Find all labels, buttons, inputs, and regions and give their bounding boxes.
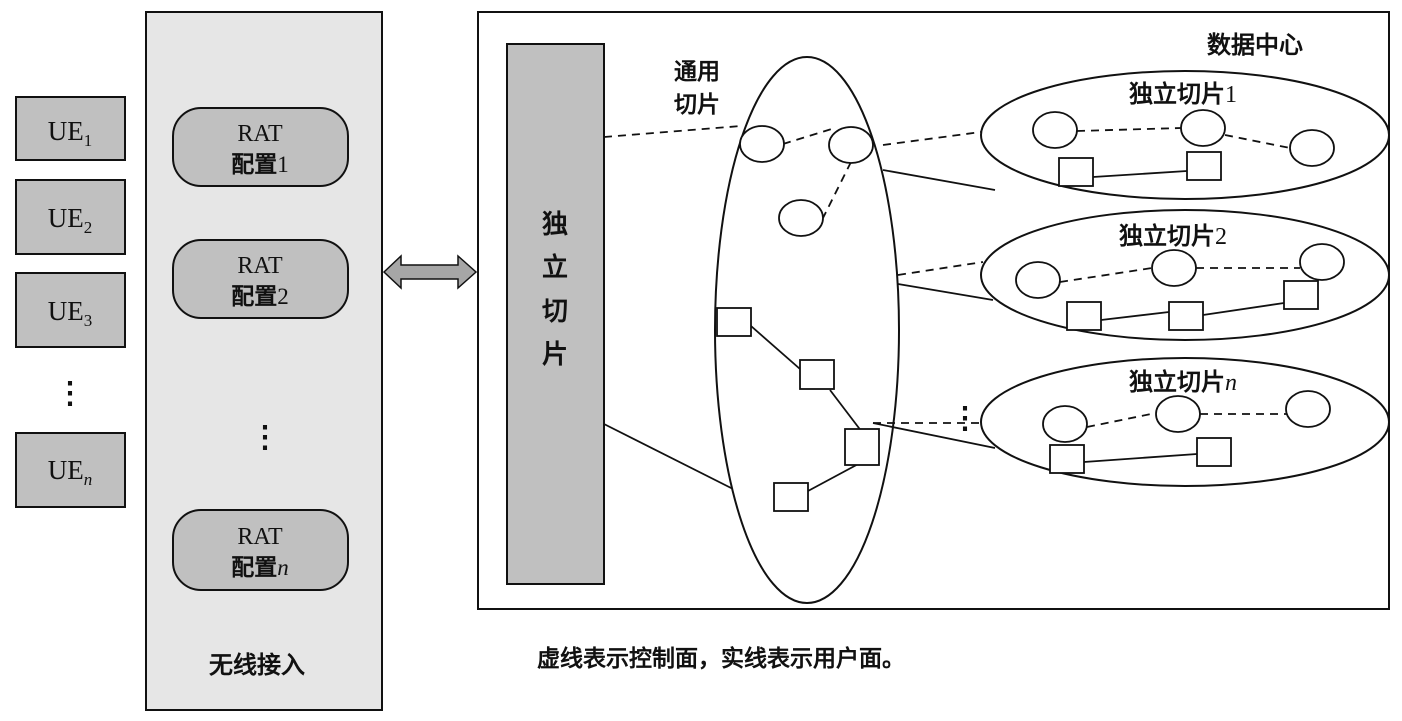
independent-slice-2: 独立切片2 (980, 209, 1390, 341)
bidirectional-arrow-icon (382, 254, 478, 290)
svg-text:切片: 切片 (674, 92, 720, 118)
ue-ellipsis: ⋮ (55, 377, 85, 410)
svg-text:UE2: UE2 (48, 203, 93, 237)
common-slice (714, 56, 900, 604)
control-link-slice-1 (882, 131, 982, 146)
user-node (716, 307, 752, 337)
ue-box-n: UEn (15, 432, 126, 508)
svg-text:配置n: 配置n (231, 555, 289, 581)
control-node (1180, 109, 1226, 147)
svg-text:UE3: UE3 (48, 296, 93, 330)
control-node (828, 126, 874, 164)
ue-box-1: UE1 (15, 96, 126, 161)
user-link-slice-1 (882, 169, 996, 191)
control-node (739, 125, 785, 163)
svg-text:RAT: RAT (237, 121, 283, 147)
ue-box-2: UE2 (15, 179, 126, 255)
control-node (1299, 243, 1345, 281)
data-center-panel: 数据中心 独 立 切 片 通用 切片 (477, 11, 1390, 610)
svg-text:UE1: UE1 (48, 116, 93, 150)
control-node (1032, 111, 1078, 149)
svg-text:RAT: RAT (237, 253, 283, 279)
control-node (778, 199, 824, 237)
svg-text:配置2: 配置2 (231, 284, 289, 310)
control-node (1151, 249, 1197, 287)
control-node (1285, 390, 1331, 428)
rat-config-1: RAT 配置1 (172, 107, 349, 187)
svg-text:立: 立 (542, 252, 568, 283)
svg-text:切: 切 (542, 297, 568, 327)
legend-text: 虚线表示控制面，实线表示用户面。 (537, 645, 905, 672)
independent-slice-bar: 独 立 切 片 (506, 43, 605, 585)
svg-text:片: 片 (542, 340, 568, 370)
svg-text:独立切片2: 独立切片2 (1119, 222, 1227, 250)
independent-slice-n: 独立切片n (980, 357, 1390, 487)
radio-access-label: 无线接入 (209, 651, 305, 679)
user-node (1049, 444, 1085, 474)
user-node (1186, 151, 1222, 181)
slice-ellipsis-left: ⋮ (950, 402, 980, 435)
control-node (1289, 129, 1335, 167)
control-link-bar-common (603, 125, 742, 138)
svg-text:通用: 通用 (674, 59, 720, 85)
control-node (1155, 395, 1201, 433)
user-node (1196, 437, 1232, 467)
svg-text:RAT: RAT (237, 524, 283, 550)
user-node (1168, 301, 1204, 331)
svg-text:独: 独 (542, 210, 568, 240)
radio-access-panel: RAT 配置1 RAT 配置2 ⋮ RAT 配置n 无线接入 (145, 11, 383, 711)
user-node (1283, 280, 1319, 310)
user-link-bar-common (603, 423, 742, 494)
user-node (1066, 301, 1102, 331)
user-link-slice-2 (897, 283, 994, 301)
independent-slice-1: 独立切片1 (980, 70, 1390, 200)
common-slice-label: 通用 切片 (674, 59, 720, 118)
control-node (1042, 405, 1088, 443)
svg-text:配置1: 配置1 (231, 152, 289, 178)
ue-column: UE1 UE2 UE3 ⋮ UEn (15, 96, 126, 508)
data-center-label: 数据中心 (1207, 31, 1303, 59)
user-link-slice-n (872, 422, 996, 449)
rat-ellipsis: ⋮ (250, 421, 280, 454)
user-node (773, 482, 809, 512)
user-node (799, 359, 835, 390)
user-node (1058, 157, 1094, 187)
control-link-slice-2 (897, 261, 984, 276)
rat-config-n: RAT 配置n (172, 509, 349, 591)
control-node (1015, 261, 1061, 299)
ue-box-3: UE3 (15, 272, 126, 348)
svg-text:独立切片1: 独立切片1 (1129, 80, 1237, 108)
rat-config-2: RAT 配置2 (172, 239, 349, 319)
svg-text:UEn: UEn (48, 455, 93, 489)
user-node (844, 428, 880, 466)
svg-text:独立切片n: 独立切片n (1129, 368, 1237, 396)
